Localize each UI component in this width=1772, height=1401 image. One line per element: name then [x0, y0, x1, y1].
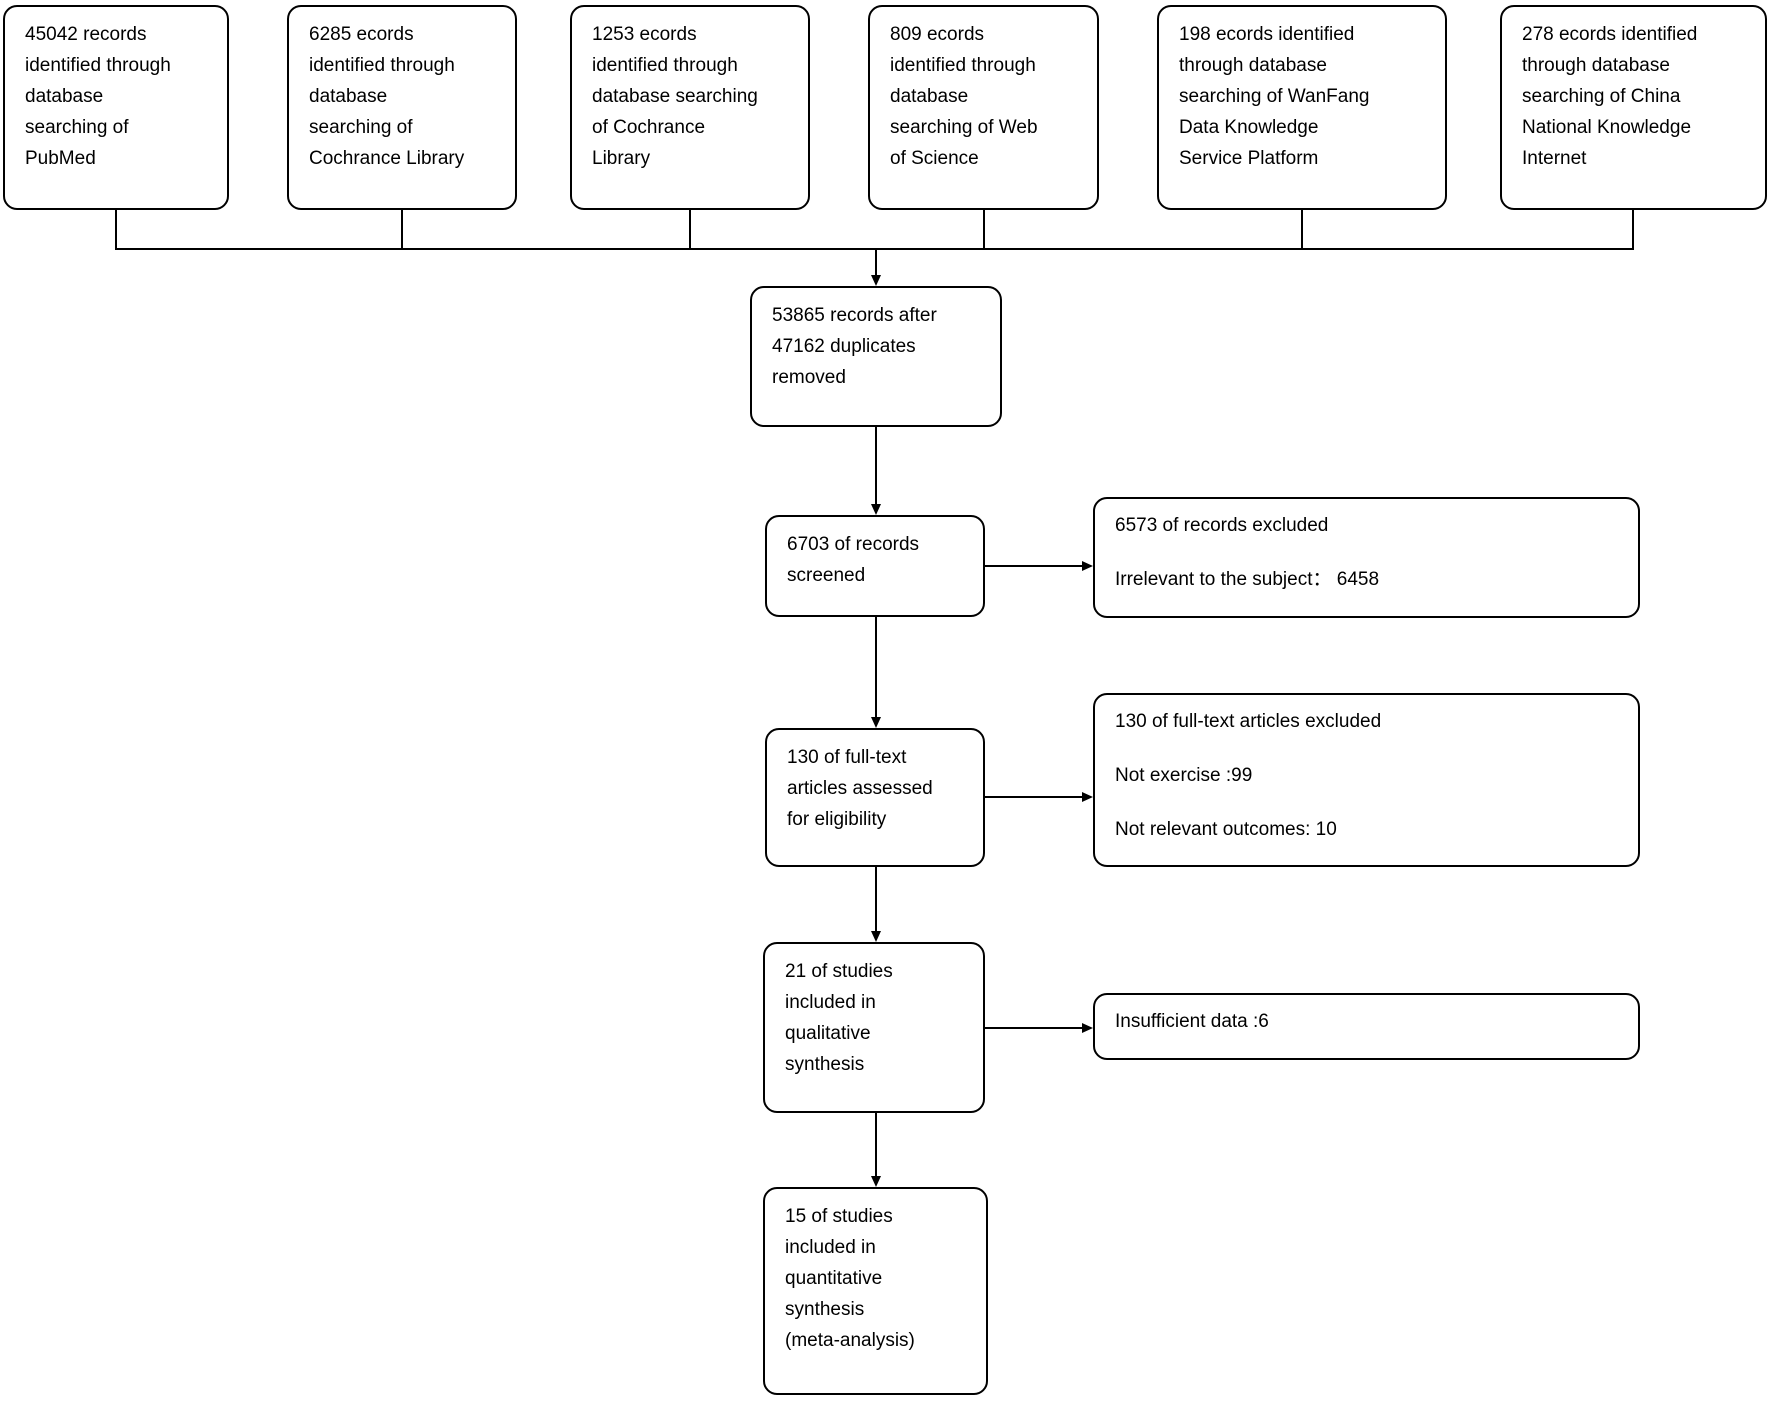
screened-box-text: 6703 of records screened	[787, 534, 920, 586]
source-box-cochrane-library-2-text: 1253 ecords identified through database …	[592, 24, 758, 169]
arrow-line-to-screened	[875, 427, 877, 505]
source-box-pubmed: 45042 records identified through databas…	[3, 5, 229, 210]
collector-line	[115, 248, 1634, 250]
source-box-pubmed-text: 45042 records identified through databas…	[25, 24, 171, 169]
source-box-web-of-science-text: 809 ecords identified through database s…	[890, 24, 1038, 169]
quantitative-box: 15 of studies included in quantitative s…	[763, 1187, 988, 1395]
source-box-web-of-science: 809 ecords identified through database s…	[868, 5, 1099, 210]
qualitative-box-text: 21 of studies included in qualitative sy…	[785, 961, 893, 1075]
source-box-cochrane-library-2: 1253 ecords identified through database …	[570, 5, 810, 210]
arrow-line-to-quantitative	[875, 1113, 877, 1177]
arrowhead-to-screened	[871, 504, 881, 515]
dedup-box-text: 53865 records after 47162 duplicates rem…	[772, 305, 937, 388]
fulltext-box: 130 of full-text articles assessed for e…	[765, 728, 985, 867]
arrowhead-to-records-excluded	[1082, 561, 1093, 571]
arrow-line-to-insufficient-data	[985, 1027, 1083, 1029]
dedup-box: 53865 records after 47162 duplicates rem…	[750, 286, 1002, 427]
source-box-wanfang: 198 ecords identified through database s…	[1157, 5, 1447, 210]
arrowhead-to-quantitative	[871, 1176, 881, 1187]
screened-box: 6703 of records screened	[765, 515, 985, 617]
arrowhead-to-insufficient-data	[1082, 1023, 1093, 1033]
source-box-cnki: 278 ecords identified through database s…	[1500, 5, 1767, 210]
arrow-line-to-dedup	[875, 250, 877, 276]
stub-line-cochrane-library-2	[689, 210, 691, 250]
insufficient-data-box: Insufficient data :6	[1093, 993, 1640, 1060]
excluded-records-box-text: 6573 of records excluded Irrelevant to t…	[1115, 515, 1380, 590]
quantitative-box-text: 15 of studies included in quantitative s…	[785, 1206, 915, 1351]
arrowhead-to-fulltext-excluded	[1082, 792, 1093, 802]
arrowhead-to-fulltext	[871, 717, 881, 728]
excluded-fulltext-box: 130 of full-text articles excluded Not e…	[1093, 693, 1640, 867]
arrow-line-to-fulltext-excluded	[985, 796, 1083, 798]
arrowhead-to-dedup	[871, 275, 881, 286]
stub-line-cnki	[1632, 210, 1634, 250]
arrow-line-to-qualitative	[875, 867, 877, 932]
arrow-line-to-fulltext	[875, 617, 877, 718]
stub-line-web-of-science	[983, 210, 985, 250]
stub-line-cochrane-library	[401, 210, 403, 250]
source-box-cochrane-library-text: 6285 ecords identified through database …	[309, 24, 465, 169]
arrow-line-to-records-excluded	[985, 565, 1083, 567]
source-box-cochrane-library: 6285 ecords identified through database …	[287, 5, 517, 210]
source-box-cnki-text: 278 ecords identified through database s…	[1522, 24, 1698, 169]
fulltext-box-text: 130 of full-text articles assessed for e…	[787, 747, 933, 830]
qualitative-box: 21 of studies included in qualitative sy…	[763, 942, 985, 1113]
excluded-records-box: 6573 of records excluded Irrelevant to t…	[1093, 497, 1640, 618]
excluded-fulltext-box-text: 130 of full-text articles excluded Not e…	[1115, 711, 1382, 840]
arrowhead-to-qualitative	[871, 931, 881, 942]
stub-line-pubmed	[115, 210, 117, 250]
source-box-wanfang-text: 198 ecords identified through database s…	[1179, 24, 1370, 169]
stub-line-wanfang	[1301, 210, 1303, 250]
insufficient-data-box-text: Insufficient data :6	[1115, 1011, 1269, 1032]
